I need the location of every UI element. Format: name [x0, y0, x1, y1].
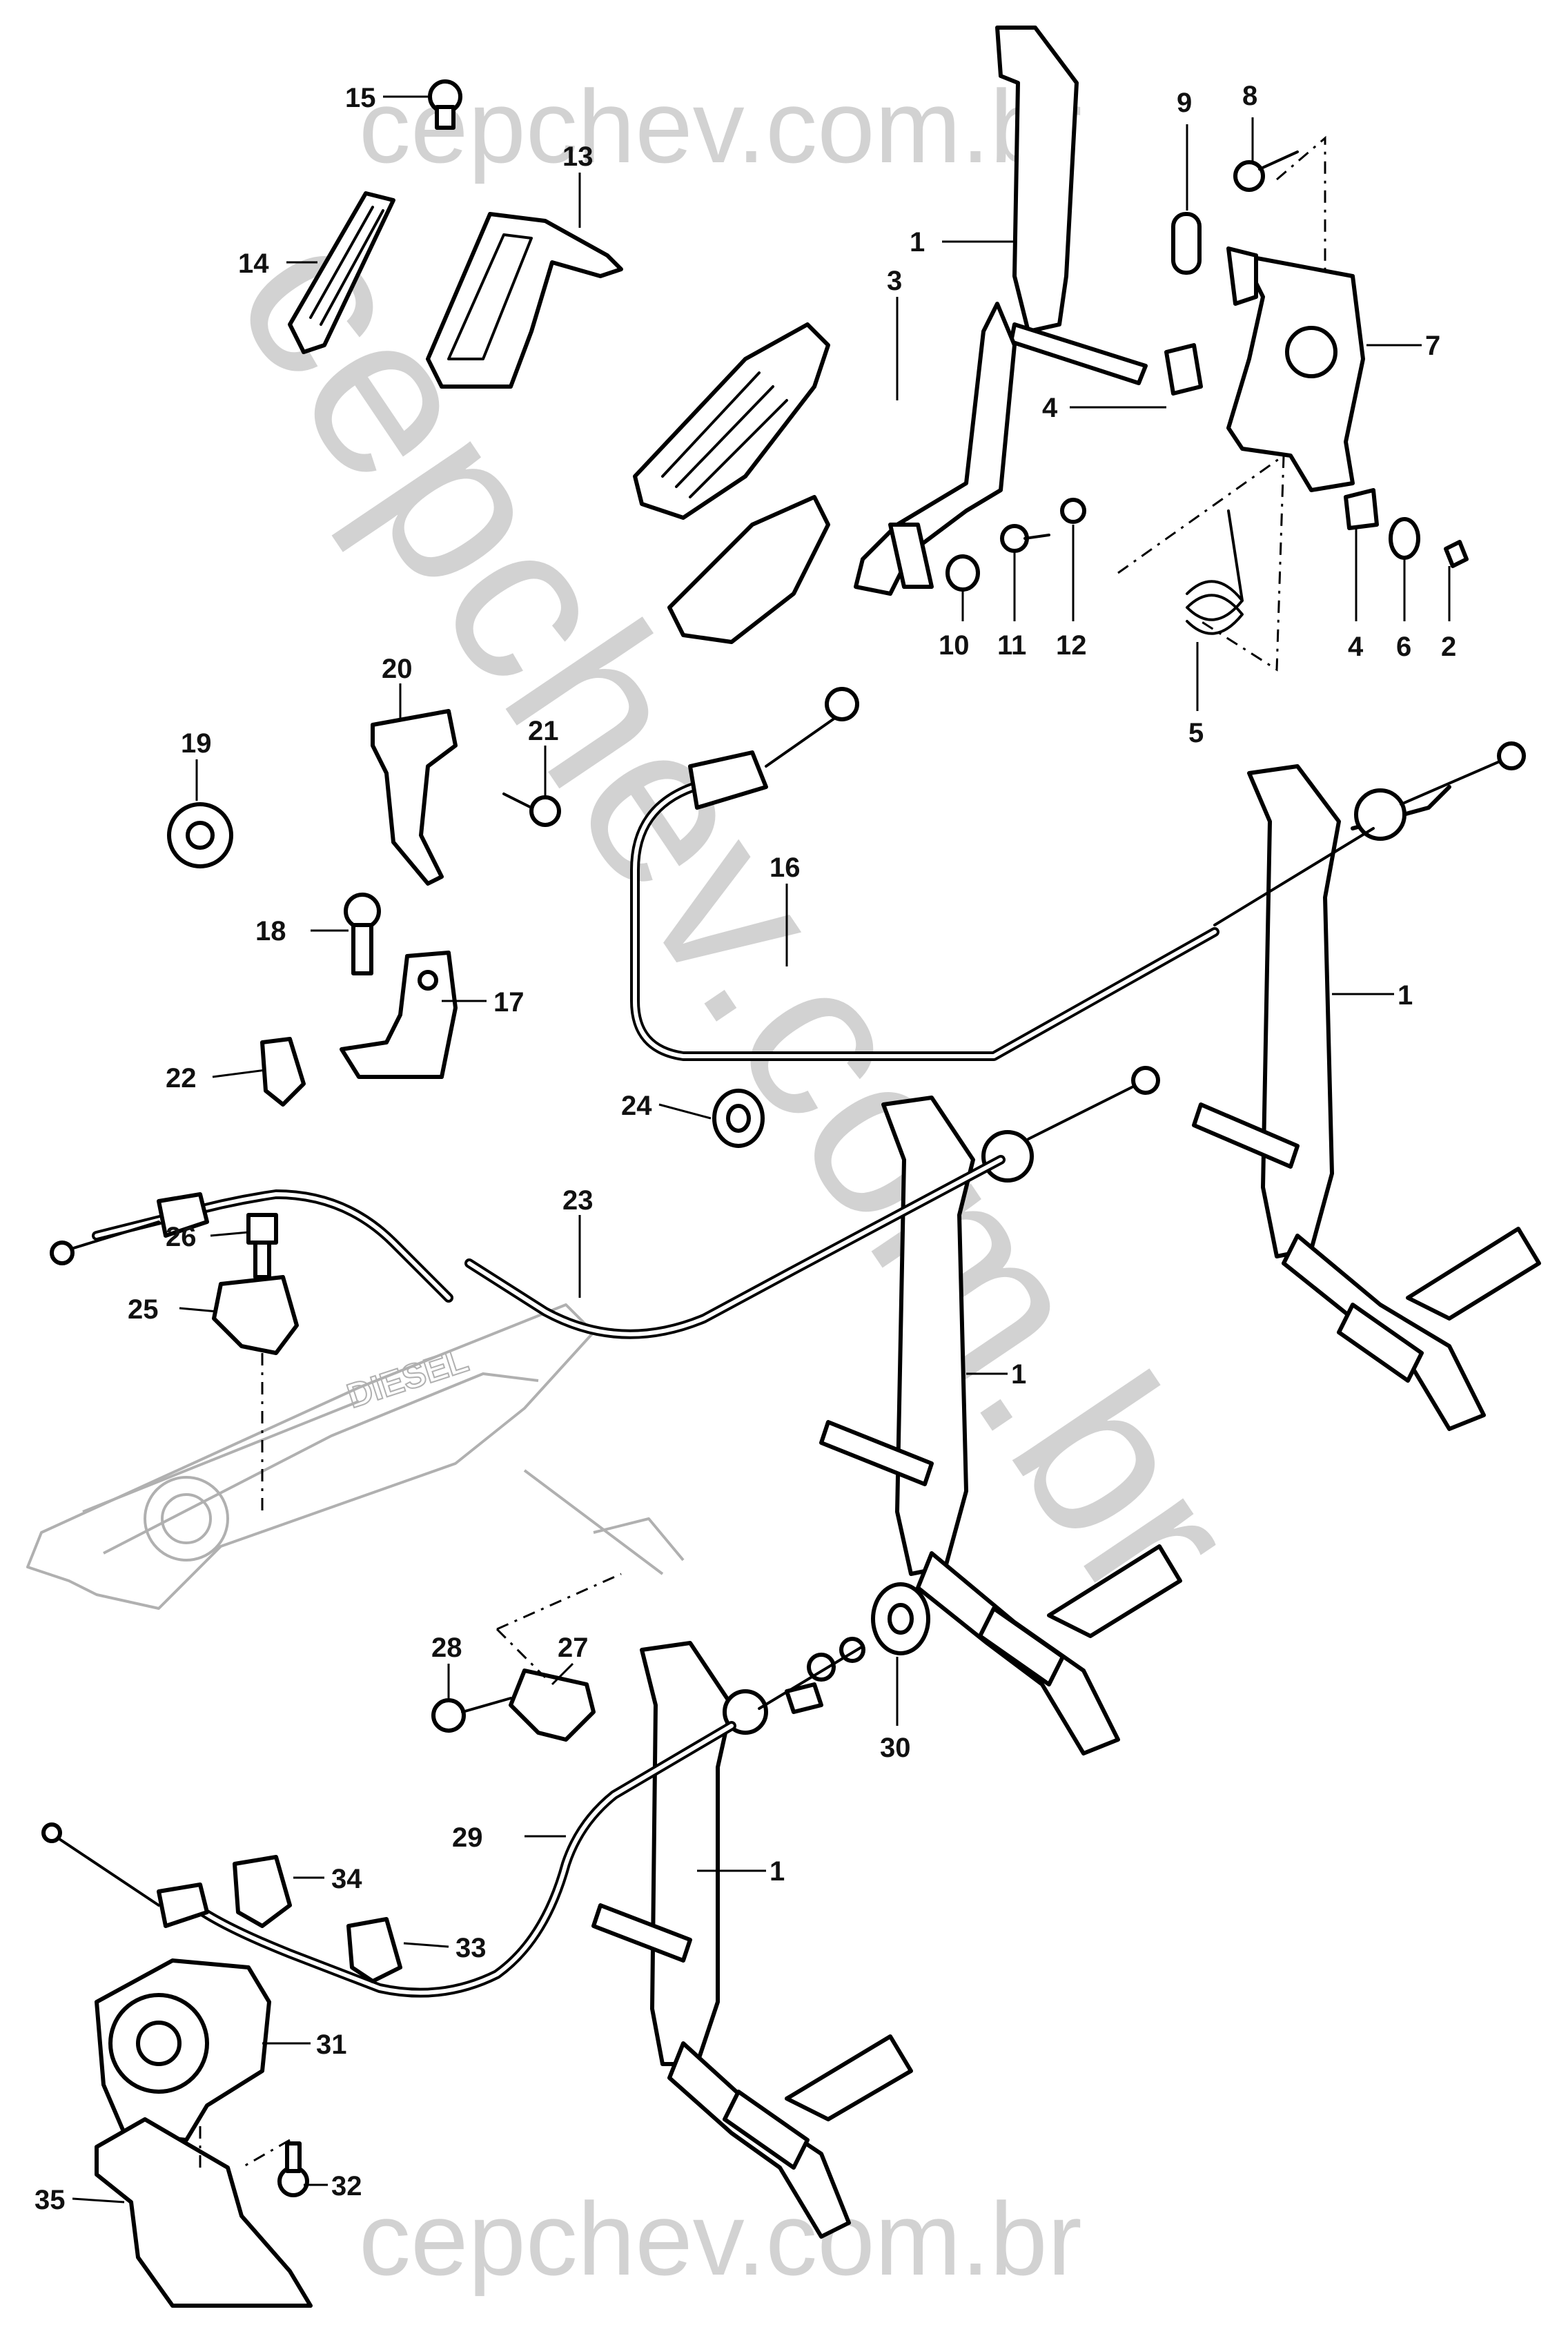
bracket-17 — [340, 951, 458, 1079]
callout-24: 24 — [621, 1091, 652, 1121]
clip-22 — [260, 1037, 306, 1107]
callout-18: 18 — [255, 916, 286, 946]
cable-end-fittings-29 — [758, 1637, 865, 1714]
callout-4-left: 4 — [1042, 393, 1058, 423]
callout-25: 25 — [128, 1294, 159, 1325]
bracket-27 — [509, 1669, 596, 1742]
pedal-arm-top — [854, 26, 1148, 596]
callout-35: 35 — [35, 2185, 66, 2215]
cable-16 — [630, 687, 1219, 1061]
callout-29: 29 — [452, 1822, 483, 1853]
callout-27: 27 — [558, 1633, 589, 1663]
callout-13: 13 — [562, 142, 594, 172]
callout-22: 22 — [166, 1063, 197, 1093]
washer-6 — [1389, 517, 1420, 560]
assembly-line-27 — [496, 1573, 622, 1679]
callout-31: 31 — [316, 2030, 347, 2060]
callout-32: 32 — [331, 2171, 362, 2201]
callout-28: 28 — [431, 1633, 462, 1663]
callout-12: 12 — [1056, 630, 1087, 661]
pedal-pad-frame — [426, 212, 623, 389]
bolt-21 — [502, 792, 561, 827]
callout-26: 26 — [166, 1222, 197, 1252]
bolt-8 — [1233, 150, 1299, 192]
watermark-bottom: cepchev.com.br — [359, 2181, 1082, 2297]
callout-5: 5 — [1188, 718, 1204, 748]
pedal-pad-cover — [288, 191, 395, 354]
callout-1-bottom: 1 — [770, 1856, 785, 1887]
actuator-31 — [95, 1958, 271, 2142]
grommet-19 — [167, 802, 233, 868]
callout-23: 23 — [562, 1185, 594, 1216]
leader-lines — [72, 95, 1451, 2204]
assembly-line-35 — [199, 2126, 291, 2169]
cable-29 — [41, 1721, 736, 1998]
callout-3: 3 — [887, 266, 902, 296]
callout-labels: 1 3 4 7 9 8 10 11 12 4 6 2 5 13 14 15 16… — [35, 81, 1456, 2215]
callout-21: 21 — [528, 716, 559, 746]
bolt-18 — [344, 893, 381, 975]
grommet-30 — [871, 1582, 930, 1655]
callout-19: 19 — [181, 728, 212, 759]
bushing-9 — [1171, 212, 1202, 275]
callout-14: 14 — [238, 249, 269, 279]
bushing-4a — [1164, 343, 1203, 396]
callout-10: 10 — [939, 630, 970, 661]
bolt-28 — [431, 1697, 512, 1733]
engine-cover-ghost: DIESEL — [26, 1303, 685, 1610]
callout-2: 2 — [1441, 632, 1456, 662]
pedal-arm-right — [1192, 741, 1541, 1431]
bolt-32 — [277, 2141, 309, 2197]
callout-1-top: 1 — [910, 227, 925, 257]
callout-8: 8 — [1242, 81, 1257, 111]
cap-10 — [945, 554, 980, 592]
cable-23 — [50, 1155, 1006, 1339]
bracket-25 — [212, 1275, 299, 1355]
nut-12 — [1060, 498, 1086, 524]
callout-11: 11 — [997, 630, 1026, 661]
bushing-4b — [1344, 488, 1379, 530]
bracket-7 — [1226, 246, 1365, 492]
callout-6: 6 — [1396, 632, 1411, 662]
washer-2 — [1444, 540, 1469, 568]
bolt-11 — [1000, 524, 1050, 553]
bracket-20 — [371, 709, 458, 886]
callout-17: 17 — [493, 987, 525, 1018]
clip-34 — [233, 1855, 292, 1928]
callout-30: 30 — [880, 1733, 911, 1763]
assembly-line-top — [1117, 135, 1326, 672]
callout-9: 9 — [1177, 88, 1192, 118]
bolt-15 — [428, 79, 462, 130]
callout-34: 34 — [331, 1864, 362, 1894]
callout-16: 16 — [770, 853, 801, 883]
bracket-35 — [95, 2117, 313, 2308]
pedal-arm-middle — [819, 1066, 1182, 1755]
accelerator-pedal-pad — [633, 322, 830, 644]
watermark-top: cepchev.com.br — [359, 68, 1082, 184]
callout-1-middle: 1 — [1011, 1359, 1026, 1390]
callout-1-right: 1 — [1398, 980, 1413, 1011]
callout-33: 33 — [455, 1933, 487, 1963]
spring-5 — [1186, 509, 1244, 635]
callout-15: 15 — [345, 83, 376, 113]
pedal-arm-bottom — [591, 1641, 913, 2239]
grommet-24 — [712, 1089, 765, 1148]
bolt-26 — [246, 1213, 278, 1279]
callout-7: 7 — [1425, 331, 1440, 361]
callout-20: 20 — [382, 654, 413, 684]
clip-33 — [346, 1917, 402, 1983]
callout-4-right: 4 — [1348, 632, 1364, 662]
